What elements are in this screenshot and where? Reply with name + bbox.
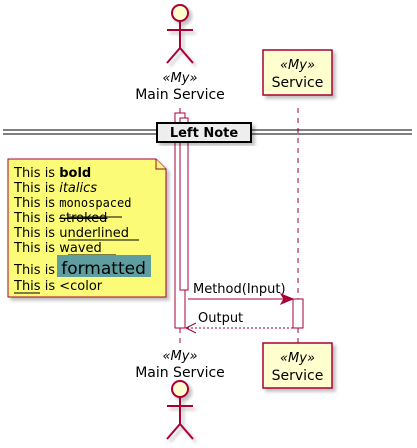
message-response: Output <box>184 311 293 334</box>
actor-icon-bottom <box>166 380 194 440</box>
note-line-underlined: This is underlined <box>13 226 129 241</box>
activation-bar-nested <box>179 117 189 291</box>
service-stereotype-bottom: «My» <box>280 351 315 366</box>
service-stereotype: «My» <box>280 58 315 73</box>
actor-icon <box>166 4 194 64</box>
note-line-italics: This is italics <box>13 181 97 196</box>
response-label: Output <box>198 311 243 326</box>
actor-name: Main Service <box>135 87 225 103</box>
note-line-monospaced: This is monospaced <box>13 196 131 211</box>
note-line-waved: This is waved <box>13 241 102 256</box>
message-request: Method(Input) <box>188 282 295 306</box>
note-line-formatted: This is formatted <box>13 259 146 279</box>
note-line-bold: This is bold <box>13 166 91 181</box>
left-note: This is bold This is italics This is mon… <box>7 158 167 298</box>
divider-label: Left Note <box>170 126 239 141</box>
service-name: Service <box>272 75 324 91</box>
divider: Left Note <box>3 122 412 143</box>
actor-stereotype-bottom: «My» <box>163 349 198 364</box>
request-label: Method(Input) <box>193 282 286 297</box>
note-line-color: This is <color <box>13 279 103 294</box>
service-activation-bar <box>292 298 304 329</box>
service-name-bottom: Service <box>272 368 324 384</box>
participant-service-box <box>262 49 333 96</box>
note-line-stroked: This is stroked <box>13 211 107 226</box>
participant-service-box-bottom <box>262 342 333 389</box>
actor-stereotype: «My» <box>163 71 198 86</box>
highlight-bg <box>57 255 151 277</box>
actor-name-bottom: Main Service <box>135 365 225 381</box>
